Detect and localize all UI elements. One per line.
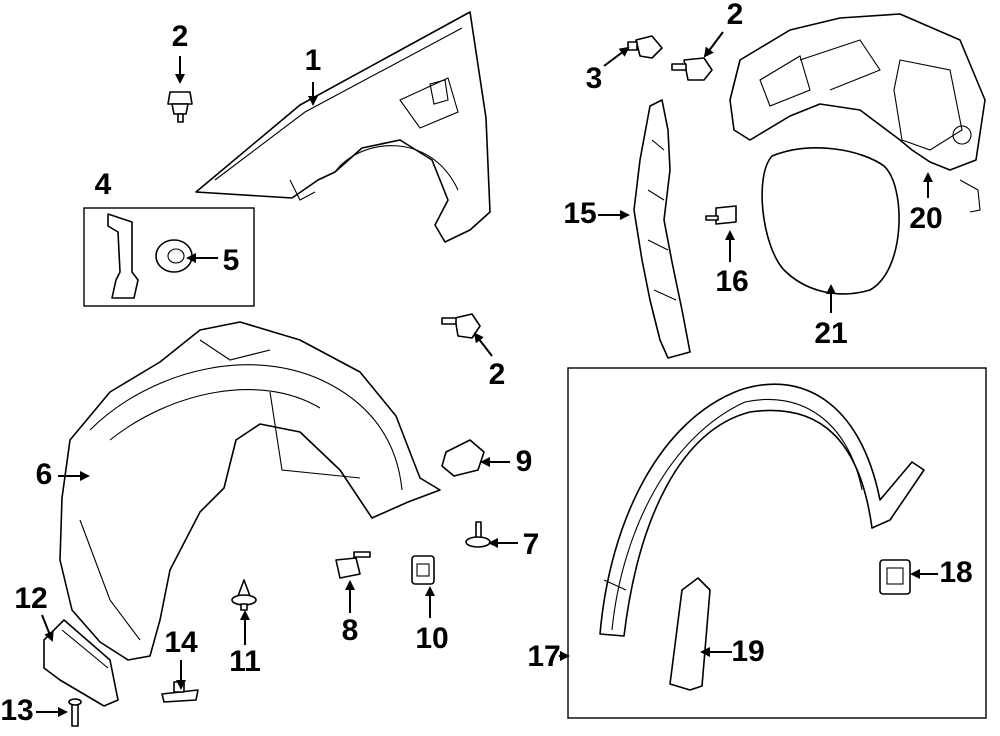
leader-arrow <box>473 332 493 357</box>
callout-c15: 15 <box>563 197 630 230</box>
callout-number: 2 <box>172 20 189 53</box>
callout-number: 3 <box>586 62 603 95</box>
callout-c10: 10 <box>415 586 449 655</box>
retainer-part <box>441 439 485 477</box>
callout-number: 19 <box>731 635 764 668</box>
callout-c6: 6 <box>36 458 90 491</box>
callout-c2c: 2 <box>473 332 506 391</box>
leader-arrow <box>603 46 630 67</box>
callout-c8: 8 <box>342 580 359 647</box>
bracket-part <box>107 213 139 299</box>
callout-number: 2 <box>489 358 506 391</box>
bracket-group-box <box>83 207 255 307</box>
leader-arrow <box>41 614 54 642</box>
callout-number: 4 <box>95 168 112 201</box>
callout-number: 1 <box>305 44 322 77</box>
callout-number: 14 <box>164 626 198 659</box>
callout-number: 17 <box>527 640 560 673</box>
nut-part <box>411 555 435 585</box>
fuel-filler-housing-part <box>729 13 986 213</box>
callout-number: 18 <box>939 556 972 589</box>
callout-c2b: 2 <box>703 0 744 58</box>
callout-number: 21 <box>814 317 847 350</box>
screw-part <box>465 521 491 548</box>
callout-number: 2 <box>727 0 744 31</box>
callout-c21: 21 <box>814 284 848 350</box>
callout-c11: 11 <box>229 610 261 678</box>
molding-clip-part <box>879 559 911 595</box>
callout-c9: 9 <box>480 445 533 478</box>
callout-c12: 12 <box>14 582 54 642</box>
splash-shield-part <box>43 619 119 707</box>
stud-bolt-part <box>335 551 371 579</box>
bumper-part <box>155 239 193 273</box>
callout-c20: 20 <box>909 172 943 235</box>
callout-c7: 7 <box>488 528 540 561</box>
leader-arrow <box>703 31 724 58</box>
callout-number: 13 <box>0 694 33 727</box>
front-fender-part <box>195 11 491 243</box>
callout-c16: 16 <box>715 230 749 298</box>
callout-c1: 1 <box>305 44 322 106</box>
callout-c17: 17 <box>527 640 570 673</box>
wheel-opening-molding-part <box>599 383 925 637</box>
callout-c5: 5 <box>186 244 240 277</box>
callout-number: 12 <box>14 582 47 615</box>
bolt-part <box>441 313 481 339</box>
molding-group-box <box>567 367 987 719</box>
callout-number: 15 <box>563 197 596 230</box>
callout-c19: 19 <box>700 635 765 668</box>
callout-c13: 13 <box>0 694 68 727</box>
callout-number: 9 <box>516 445 533 478</box>
bolt-part <box>167 91 193 123</box>
callout-number: 16 <box>715 265 748 298</box>
callout-number: 8 <box>342 614 359 647</box>
screw-part <box>68 698 82 727</box>
insulator-part <box>633 99 691 359</box>
bolt-part <box>671 57 713 81</box>
callout-number: 10 <box>415 622 448 655</box>
callout-c4: 4 <box>95 168 112 201</box>
callout-c2a: 2 <box>172 20 189 84</box>
callout-number: 20 <box>909 202 942 235</box>
callout-number: 5 <box>223 244 240 277</box>
push-pin-part <box>231 579 257 611</box>
fuel-door-part <box>761 147 900 295</box>
clip-part <box>627 35 663 59</box>
callout-number: 6 <box>36 458 53 491</box>
screw-part <box>705 205 737 225</box>
callout-c3: 3 <box>586 46 630 95</box>
callout-c18: 18 <box>910 556 973 589</box>
callout-number: 7 <box>523 528 540 561</box>
callout-number: 11 <box>229 645 261 678</box>
wheelhouse-liner-part <box>59 321 441 661</box>
callout-c14: 14 <box>164 626 198 690</box>
molding-strip-part <box>669 577 711 691</box>
